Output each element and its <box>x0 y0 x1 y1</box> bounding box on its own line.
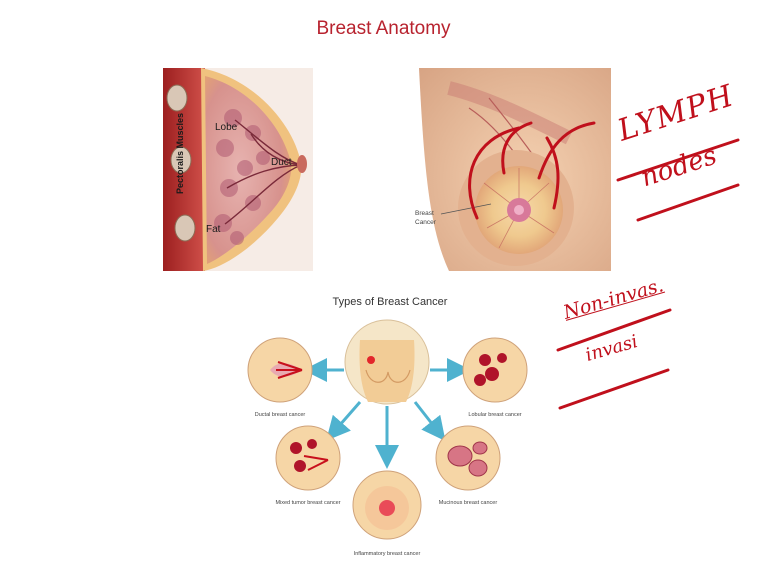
lymph-annotation-strokes <box>389 68 611 271</box>
types-diagram: Ductal breast cancer Lobular breast canc… <box>240 310 550 572</box>
mucinous-label: Mucinous breast cancer <box>439 500 498 506</box>
ductal-label: Ductal breast cancer <box>255 412 306 418</box>
pectoralis-muscles-label: Pectoralis Muscles <box>175 113 185 194</box>
lobular-label: Lobular breast cancer <box>468 412 521 418</box>
fat-label: Fat <box>206 224 221 235</box>
handwritten-underlines-invasive <box>550 300 680 420</box>
breast-cross-section-image: Pectoralis Muscles Lobe Duct Fat <box>163 68 313 271</box>
inflammatory-label: Inflammatory breast cancer <box>354 551 421 557</box>
duct-label: Duct <box>271 157 292 168</box>
slide-title: Breast Anatomy <box>0 18 767 40</box>
types-heading: Types of Breast Cancer <box>300 296 480 308</box>
mixed-label: Mixed tumor breast cancer <box>275 500 340 506</box>
lobe-label: Lobe <box>215 122 238 133</box>
